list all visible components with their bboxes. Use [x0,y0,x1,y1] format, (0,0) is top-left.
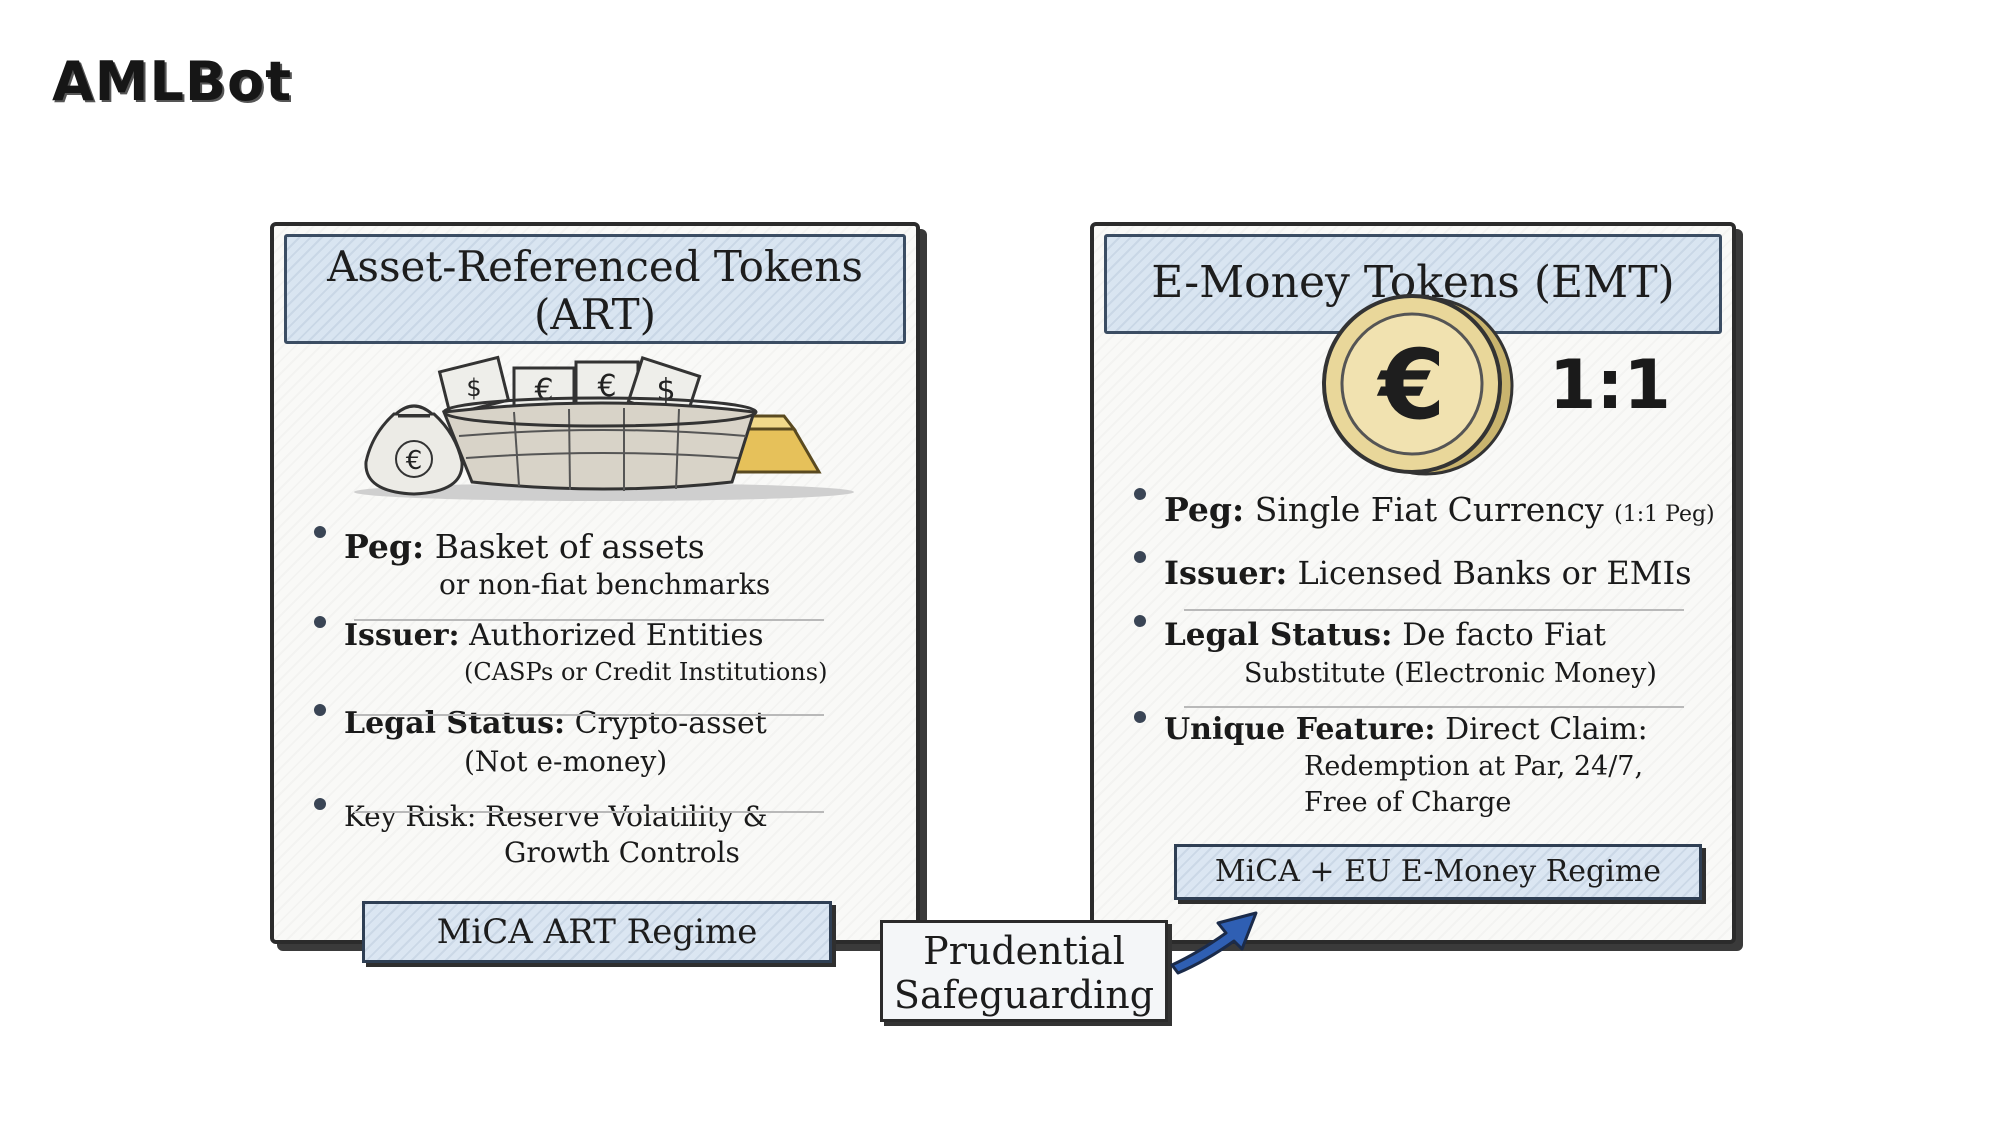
euro-symbol-icon: € [1377,329,1446,441]
art-item-peg-value: Basket of assets [434,527,705,566]
emt-item-peg: Peg: Single Fiat Currency (1:1 Peg) [1134,488,1734,537]
bag-euro-symbol: € [406,446,423,476]
art-item-key-risk-key: Key Risk: [344,800,477,833]
prudential-line2: Safeguarding [893,973,1155,1017]
emt-item-unique-feature-cont2: Free of Charge [1304,787,1512,818]
emt-divider-2 [1184,706,1684,708]
art-divider-2 [354,714,824,716]
emt-ratio: 1:1 [1549,346,1671,425]
emt-item-unique-feature-key: Unique Feature: [1164,712,1436,747]
prudential-line1: Prudential [923,929,1125,973]
art-item-issuer-key: Issuer: [344,618,460,653]
emt-item-issuer-key: Issuer: [1164,554,1288,592]
art-item-key-risk-cont: Growth Controls [504,836,740,869]
emt-item-legal-status-value: De facto Fiat [1402,617,1606,653]
emt-item-peg-key: Peg: [1164,490,1245,529]
emt-item-issuer: Issuer: Licensed Banks or EMIs [1134,551,1734,595]
emt-item-peg-small: (1:1 Peg) [1614,502,1715,527]
prudential-safeguarding-box: Prudential Safeguarding [880,920,1168,1022]
art-title-line1: Asset-Referenced Tokens [327,242,863,291]
emt-item-unique-feature-cont: Redemption at Par, 24/7, [1304,751,1644,782]
emt-item-legal-status-key: Legal Status: [1164,617,1393,653]
emt-item-issuer-value: Licensed Banks or EMIs [1297,554,1692,592]
art-item-issuer-cont: (CASPs or Credit Institutions) [464,658,828,686]
emt-regime-badge: MiCA + EU E-Money Regime [1174,844,1702,900]
basket-icon [441,396,758,491]
art-item-key-risk-value: Reserve Volatility & [485,800,768,833]
art-item-key-risk: Key Risk: Reserve Volatility & Growth Co… [314,798,904,870]
art-item-peg-key: Peg: [344,527,425,566]
art-item-issuer-value: Authorized Entities [469,618,764,653]
emt-item-legal-status: Legal Status: De facto Fiat Substitute (… [1134,615,1734,693]
art-regime-badge: MiCA ART Regime [362,901,832,963]
money-bag-icon: € [364,404,464,496]
asset-basket-illustration: € € $ $ € [354,355,854,501]
art-item-legal-status-cont: (Not e-money) [464,745,668,778]
note-euro-2: € [597,369,616,404]
art-item-peg: Peg: Basket of assets or non-fiat benchm… [314,526,904,602]
art-divider-1 [354,619,824,621]
art-item-legal-status-key: Legal Status: [344,706,566,741]
emt-item-peg-value: Single Fiat Currency [1254,490,1604,529]
note-dollar-1: $ [656,373,675,408]
brand-logo: AMLBot [52,50,293,113]
euro-coin-illustration: € [1322,294,1514,476]
note-dollar-2: $ [466,374,481,402]
emt-panel: E-Money Tokens (EMT) € 1:1 Peg: Single F… [1090,222,1736,944]
art-title-line2: (ART) [533,290,656,339]
emt-item-unique-feature: Unique Feature: Direct Claim: Redemption… [1134,711,1734,821]
art-properties-list: Peg: Basket of assets or non-fiat benchm… [314,526,904,870]
art-panel: Asset-Referenced Tokens (ART) € € $ $ [270,222,920,963]
art-divider-3 [354,811,824,813]
art-item-legal-status: Legal Status: Crypto-asset (Not e-money) [314,704,904,780]
emt-divider-1 [1184,609,1684,611]
art-panel-header: Asset-Referenced Tokens (ART) [284,234,906,344]
emt-item-legal-status-cont: Substitute (Electronic Money) [1244,658,1657,689]
emt-properties-list: Peg: Single Fiat Currency (1:1 Peg) Issu… [1134,488,1734,821]
art-item-legal-status-value: Crypto-asset [574,706,767,741]
art-item-peg-cont: or non-fiat benchmarks [439,568,771,601]
art-item-issuer: Issuer: Authorized Entities (CASPs or Cr… [314,616,904,688]
arrow-right-up-icon [1170,911,1258,975]
emt-item-unique-feature-value: Direct Claim: [1445,712,1648,747]
